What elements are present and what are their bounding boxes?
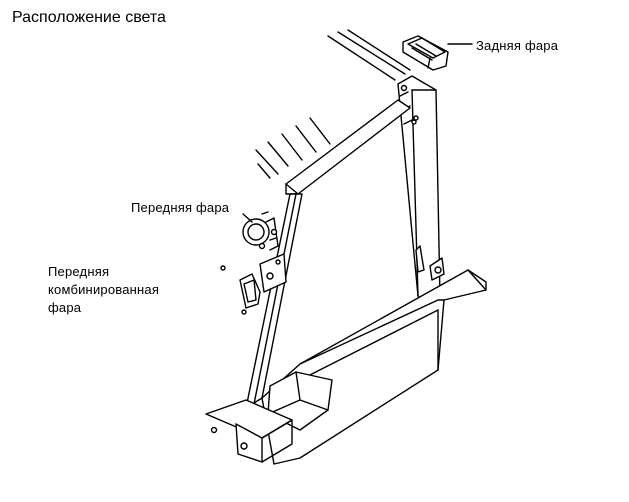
rear-lamp-icon xyxy=(403,36,448,70)
front-combination-lamp-icon xyxy=(221,254,286,314)
roof-slats xyxy=(256,118,330,178)
top-cross-beam xyxy=(286,100,410,194)
front-combination-lamp-label: Передняя комбинированная фара xyxy=(48,263,188,317)
combo-label-line-3: фара xyxy=(48,300,82,315)
front-lamp-leader-line xyxy=(243,214,252,222)
mounting-bolts xyxy=(402,86,419,125)
rear-top-beams xyxy=(328,30,410,80)
combo-label-line-1: Передняя xyxy=(48,264,110,279)
step-box xyxy=(268,372,332,430)
base-bracket xyxy=(206,400,292,462)
front-lamp-icon xyxy=(243,212,278,250)
front-lamp-label: Передняя фара xyxy=(131,200,230,215)
fender-body xyxy=(262,270,486,464)
combo-label-line-2: комбинированная xyxy=(48,282,160,297)
diagram-title: Расположение света xyxy=(12,9,166,26)
rear-lamp-label: Задняя фара xyxy=(476,38,559,53)
